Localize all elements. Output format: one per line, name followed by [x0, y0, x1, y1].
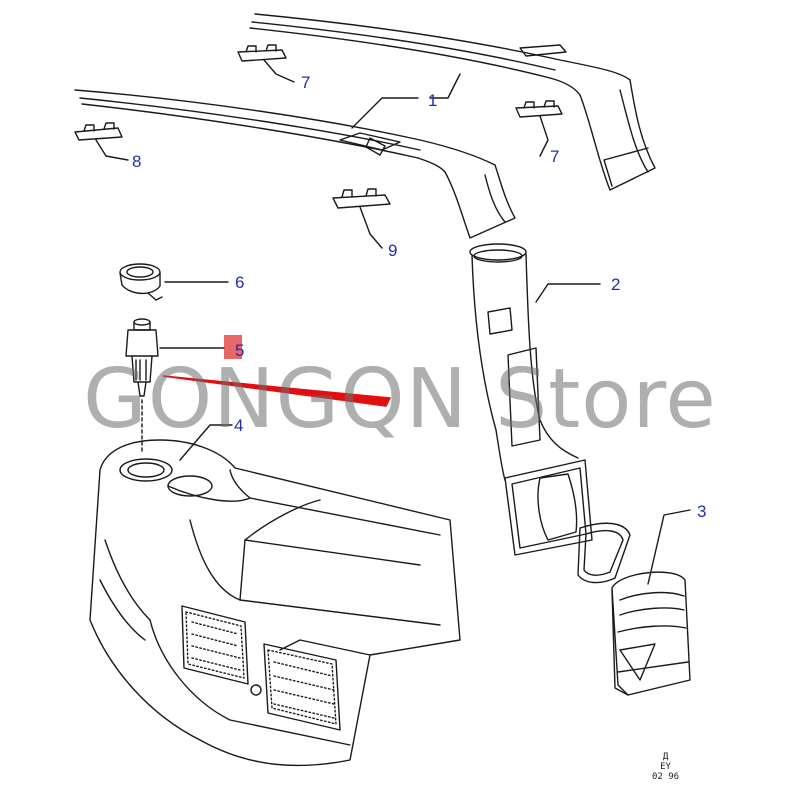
- callout-5-highlight: [224, 335, 242, 359]
- clip-9: [332, 188, 391, 249]
- leader-lines: [159, 73, 691, 585]
- callout-7-right: 7: [550, 147, 559, 166]
- drawing-stamp: Д EY 02 96: [652, 752, 679, 782]
- roof-rail-rear: [249, 13, 656, 191]
- callout-2: 2: [611, 275, 620, 294]
- callout-6: 6: [235, 273, 244, 292]
- stamp-line-2: 02 96: [652, 772, 680, 782]
- callout-4: 4: [234, 416, 243, 435]
- clip-7-right: [515, 100, 563, 157]
- callout-1: 1: [428, 91, 437, 110]
- highlight-arrow: [162, 375, 392, 407]
- callout-9: 9: [388, 241, 397, 260]
- vent-cover: [611, 571, 691, 696]
- clip-7-upper: [237, 44, 295, 83]
- callout-8: 8: [132, 152, 141, 171]
- roof-rail-front: [74, 89, 516, 239]
- trim-panel: [89, 439, 461, 767]
- stamp-line-1: EY: [660, 762, 671, 772]
- stamp-symbol: Д: [662, 752, 669, 762]
- callout-7-upper: 7: [301, 73, 310, 92]
- lamp-bezel: [119, 263, 163, 301]
- callout-3: 3: [697, 502, 706, 521]
- duct-gasket: [577, 522, 631, 584]
- watermark: GONGQN Store: [83, 352, 717, 447]
- clip-8: [74, 122, 129, 161]
- lamp-socket: [125, 318, 159, 453]
